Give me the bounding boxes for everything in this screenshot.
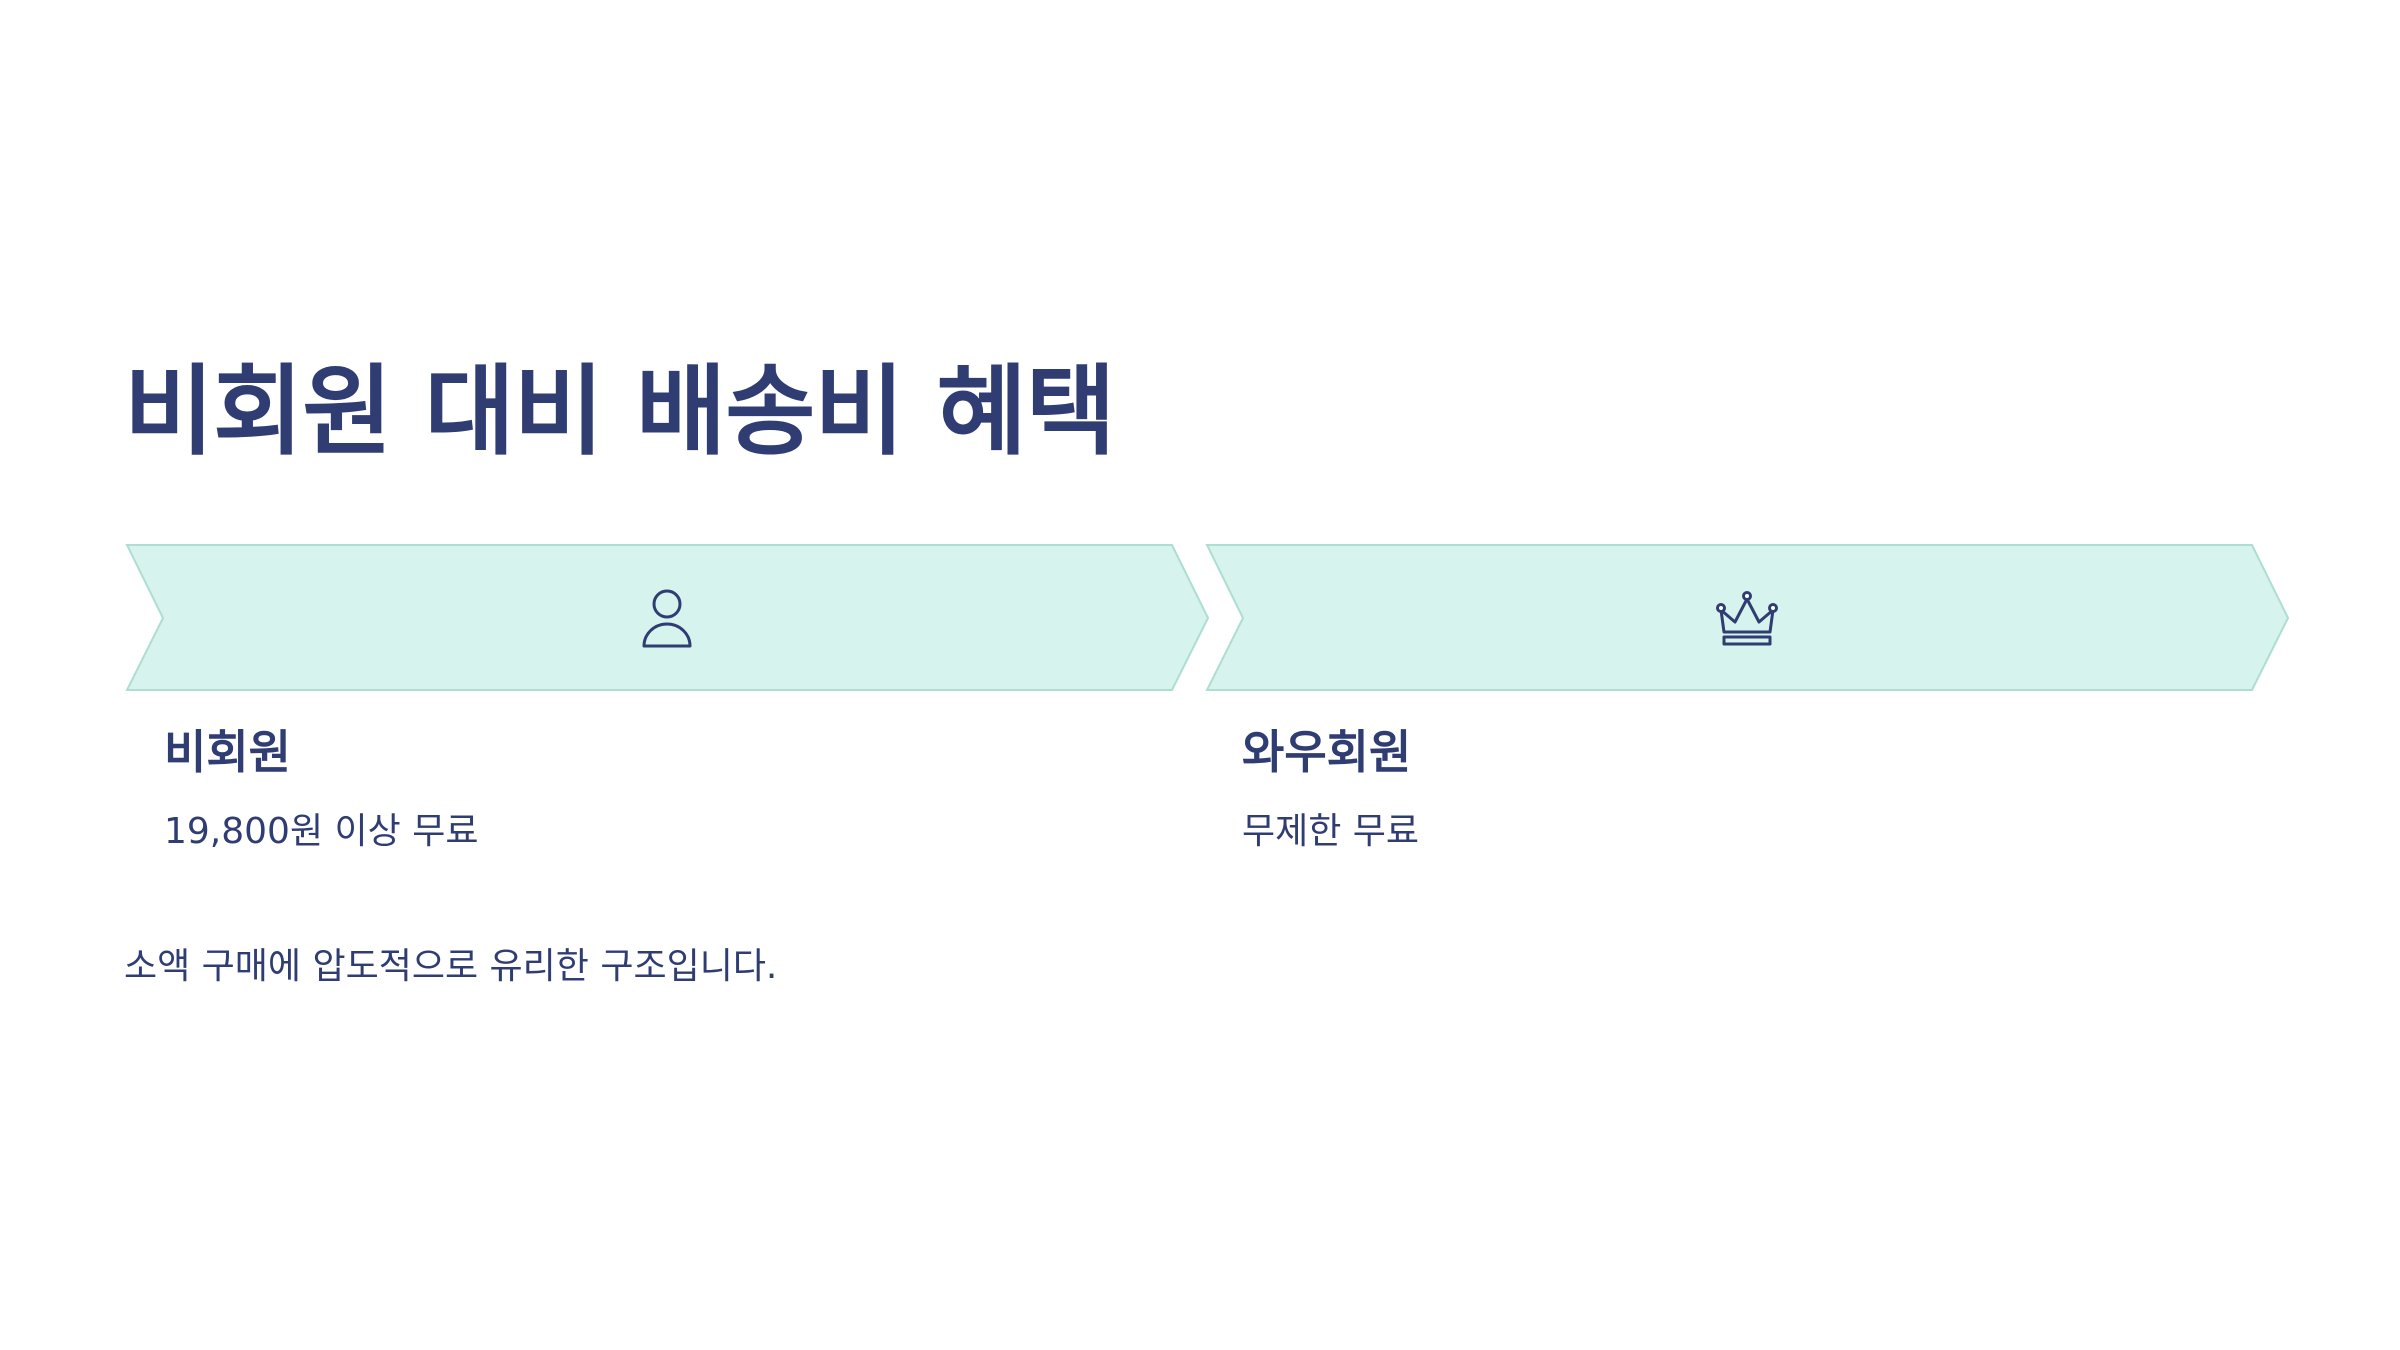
tier-non-member-name: 비회원 bbox=[164, 725, 291, 779]
tier-2-chevron bbox=[1205, 544, 2290, 691]
person-icon bbox=[642, 589, 692, 648]
tier-non-member-description: 19,800원 이상 무료 bbox=[164, 811, 479, 852]
tier-wow-member-name: 와우회원 bbox=[1242, 725, 1412, 779]
conclusion-text: 소액 구매에 압도적으로 유리한 구조입니다. bbox=[124, 946, 778, 987]
tier-wow-member-description: 무제한 무료 bbox=[1242, 811, 1420, 852]
page-title: 비회원 대비 배송비 혜택 bbox=[124, 355, 1116, 469]
crown-icon bbox=[1716, 591, 1778, 646]
